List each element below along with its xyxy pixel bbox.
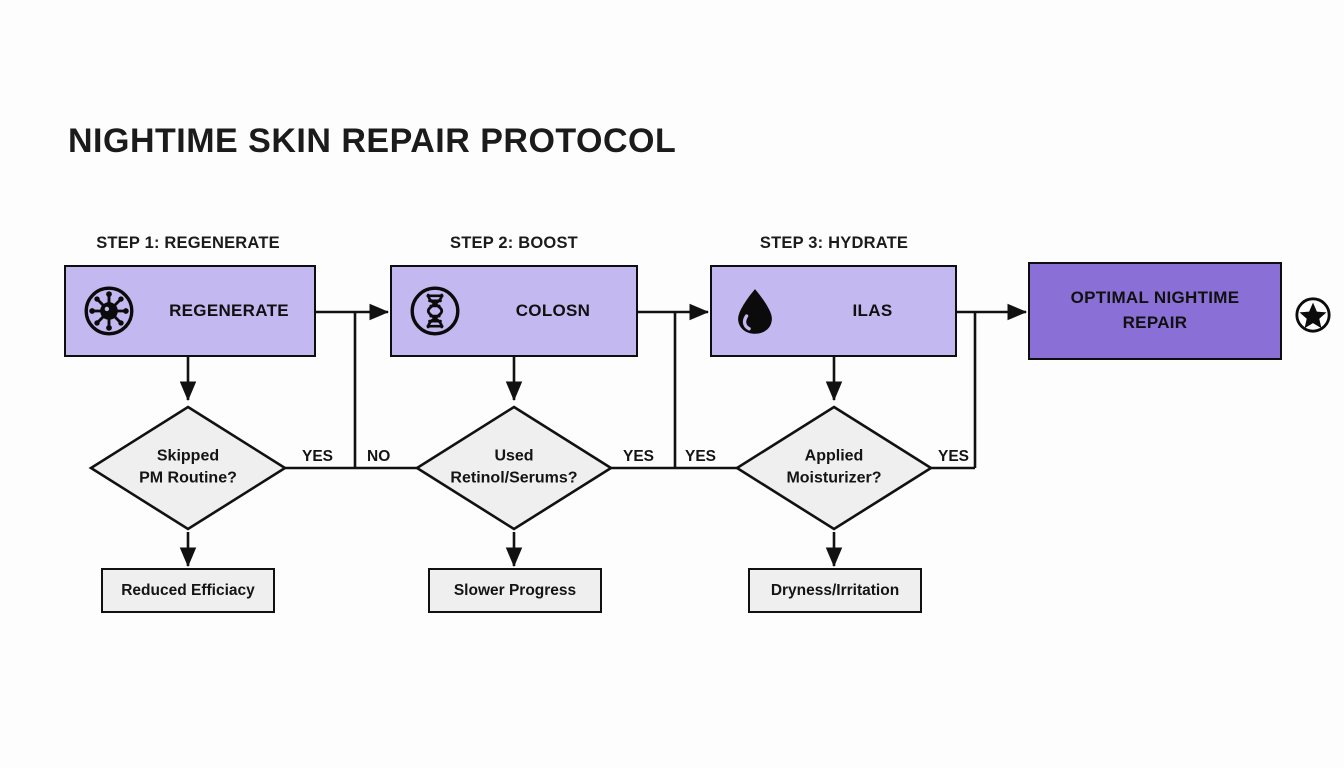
step-caption-2: STEP 2: BOOST (450, 234, 578, 252)
dna-helix-icon (410, 286, 460, 336)
decision-diamond-shape (414, 405, 614, 531)
star-in-circle-icon (1295, 297, 1331, 333)
outcome-box-dryness-irritation[interactable]: Dryness/Irritation (748, 568, 922, 613)
outcome-box-reduced-efficacy[interactable]: Reduced Efficiacy (101, 568, 275, 613)
edge-label-decision1-yes: YES (302, 448, 334, 465)
water-droplet-icon (738, 289, 772, 334)
stage-label-1: REGENERATE (169, 301, 289, 320)
final-outcome-box[interactable]: OPTIMAL NIGHTIME REPAIR (1028, 262, 1282, 360)
edge-label-junction1-no: NO (367, 448, 391, 465)
page-title: NIGHTIME SKIN REPAIR PROTOCOL (68, 122, 677, 160)
step-caption-1: STEP 1: REGENERATE (96, 234, 280, 252)
decision-diamond-shape (734, 405, 934, 531)
step-caption-3: STEP 3: HYDRATE (759, 234, 909, 252)
decision-used-retinol-serums[interactable]: Used Retinol/Serums? (414, 404, 614, 532)
decision-skipped-pm-routine[interactable]: Skipped PM Routine? (88, 404, 288, 532)
edge-label-decision2-yes: YES (623, 448, 655, 465)
final-outcome-label: OPTIMAL NIGHTIME REPAIR (1070, 288, 1240, 332)
stage-box-boost[interactable]: COLOSN (390, 265, 638, 357)
stage-box-regenerate[interactable]: REGENERATE (64, 265, 316, 357)
stage-box-hydrate[interactable]: ILAS (710, 265, 957, 357)
virus-cell-icon (84, 286, 134, 336)
decision-applied-moisturizer[interactable]: Applied Moisturizer? (734, 404, 934, 532)
stage-label-3: ILAS (852, 301, 893, 320)
edge-label-junction2-yes: YES (685, 448, 717, 465)
outcome-box-slower-progress[interactable]: Slower Progress (428, 568, 602, 613)
stage-label-2: COLOSN (515, 301, 591, 320)
decision-diamond-shape (88, 405, 288, 531)
edge-label-decision3-yes: YES (938, 448, 970, 465)
